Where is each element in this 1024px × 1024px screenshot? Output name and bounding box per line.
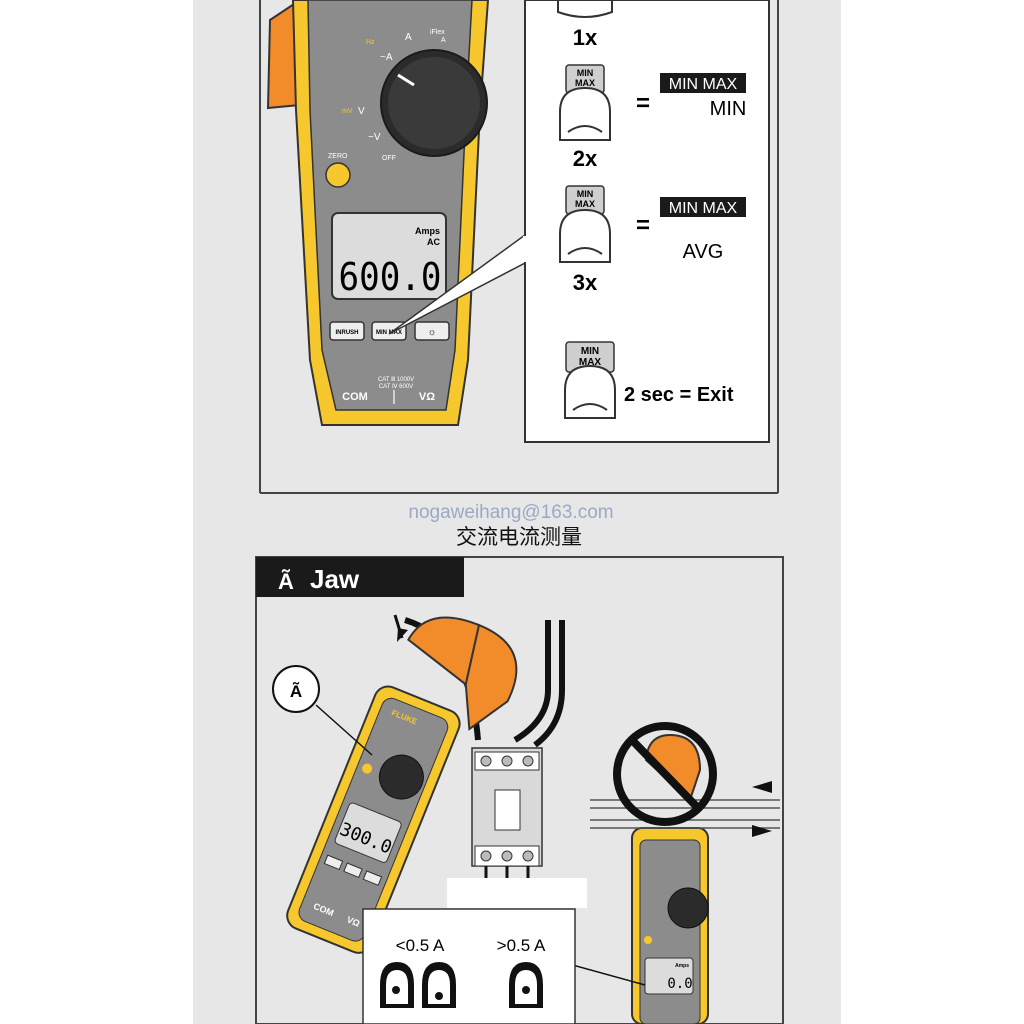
minmax-badge-3x-text: MIN MAX (669, 200, 738, 217)
minmax-button-label: MIN MAX (376, 330, 402, 336)
small-meter-face (640, 840, 700, 1024)
jaw-title: Jaw (310, 564, 360, 594)
top-panel: Hz ~A Ω mV V ~V OFF A iFlex A ZERO Amps … (260, 0, 778, 493)
key-max-label-3x: MAX (575, 199, 595, 209)
key-min-label-2x: MIN (577, 68, 594, 78)
watermark: nogaweihang@163.com (408, 502, 613, 523)
exit-instruction: 2 sec = Exit (624, 384, 734, 406)
dial-dc-amps-label: A (405, 32, 412, 43)
breaker-switch (495, 790, 520, 830)
dial-hz-label: Hz (366, 39, 375, 46)
equals-3x: = (636, 212, 650, 239)
step-2x-label: 2x (573, 146, 598, 171)
key-min-label-exit: MIN (581, 346, 599, 357)
display-unit-ac: AC (427, 237, 440, 247)
step-1x-label: 1x (573, 25, 598, 50)
finger-hold-exit: MIN MAX (565, 342, 615, 418)
finger-press-2x: MIN MAX (560, 65, 610, 140)
minmax-badge-2x-text: MIN MAX (669, 76, 738, 93)
finger-press-3x: MIN MAX (560, 186, 610, 262)
result-min: MIN (710, 98, 747, 120)
jaw-panel: Ã Jaw FLUKE (256, 557, 783, 1024)
key-min-label-3x: MIN (577, 189, 594, 199)
section-caption: 交流电流测量 (456, 525, 582, 549)
dial-iflex-a-label: A (441, 37, 446, 44)
small-meter-unit: Amps (675, 963, 689, 969)
clamp-meter-top: Hz ~A Ω mV V ~V OFF A iFlex A ZERO Amps … (268, 0, 488, 425)
wire-2 (515, 620, 548, 740)
zero-label: ZERO (328, 153, 348, 160)
dial-dc-volts-label: V (358, 106, 365, 117)
callout-joint (523, 236, 527, 262)
backlight-icon: ☼ (427, 327, 436, 338)
zero-button[interactable] (326, 163, 350, 187)
finger-press-1x (558, 0, 612, 17)
inrush-button-label: INRUSH (335, 330, 358, 336)
dial-ac-volts-label: ~V (368, 132, 381, 143)
equals-2x: = (636, 90, 650, 117)
cat-rating-1: CAT Ⅲ 1000V (378, 377, 414, 383)
display-reading: 600.0 (339, 254, 442, 299)
wrong-usage-meter: Amps 0.0 (590, 726, 780, 1024)
insert-arrow-head (397, 628, 408, 642)
callout-symbol: Ã (290, 681, 302, 701)
gt-half-amp-label: >0.5 A (497, 936, 546, 955)
result-avg: AVG (683, 241, 724, 263)
jaw-title-symbol: Ã (278, 569, 294, 594)
lt-half-amp-label: <0.5 A (396, 936, 445, 955)
small-meter-reading: 0.0 (667, 976, 692, 992)
arrow-right-icon (752, 825, 772, 837)
dial-off-label: OFF (382, 155, 396, 162)
dial-ac-amps-label: ~A (380, 52, 393, 63)
vohm-terminal-label: VΩ (419, 391, 435, 403)
small-meter-dial (668, 888, 708, 928)
breaker-white-block (447, 878, 587, 908)
key-max-label-2x: MAX (575, 78, 595, 88)
cat-rating-2: CAT Ⅳ 600V (379, 384, 413, 390)
dial-mv-label: mV (342, 108, 353, 115)
step-3x-label: 3x (573, 270, 598, 295)
dial-iflex-label: iFlex (430, 29, 445, 36)
rotary-dial-face (388, 57, 480, 149)
display-unit-amps: Amps (415, 226, 440, 236)
com-terminal-label: COM (342, 391, 368, 403)
